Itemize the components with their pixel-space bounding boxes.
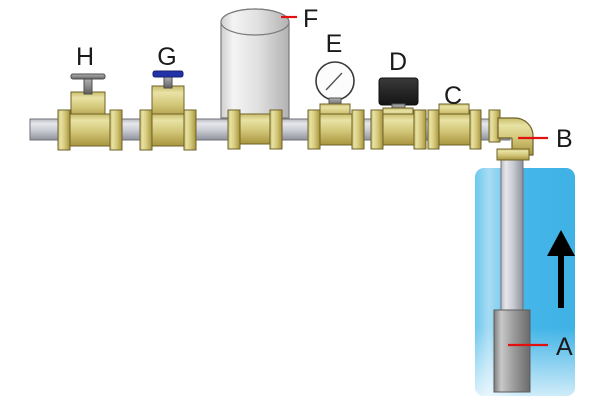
switch-flange-right (413, 109, 427, 150)
gauge-needle (325, 72, 343, 91)
fitting-c (427, 103, 482, 150)
leader-lines (281, 15, 548, 347)
switch-tee-body (380, 113, 417, 146)
fitting-c-flange-right (469, 109, 482, 150)
tank-tee-flange-left (227, 109, 241, 150)
label-e: E (326, 30, 343, 58)
gauge-flange-right (351, 109, 365, 150)
pressure-tank (220, 8, 290, 150)
valve-g-body (149, 113, 187, 147)
valve-g-flange-right (183, 109, 197, 151)
label-f: F (303, 5, 318, 33)
gauge-tee-body (317, 113, 355, 146)
label-g: G (157, 43, 176, 71)
flow-arrow-head (547, 230, 575, 256)
flow-arrow (547, 230, 575, 308)
gauge-flange-left (307, 109, 321, 150)
switch-flange-left (370, 109, 384, 150)
elbow-b (488, 109, 534, 161)
valve-g-handwheel[interactable] (152, 70, 184, 78)
drop-pipe (500, 149, 524, 316)
pressure-switch (370, 77, 427, 150)
valve-h-handwheel[interactable] (70, 73, 106, 80)
label-d: D (389, 48, 407, 76)
fitting-c-body (435, 113, 473, 146)
tank-tee-flange-right (269, 109, 283, 150)
valve-h-body (67, 113, 113, 147)
pump-body (493, 309, 531, 393)
pressure-gauge (307, 61, 365, 150)
valve-h-stem (83, 77, 93, 95)
valve-g[interactable] (139, 70, 197, 151)
label-a: A (556, 333, 573, 361)
valve-h-flange-left (57, 109, 71, 151)
valve-h-flange-right (109, 109, 123, 151)
label-b: B (556, 125, 573, 153)
valve-g-flange-left (139, 109, 153, 151)
label-h: H (76, 43, 94, 71)
flow-arrow-shaft (558, 248, 564, 308)
valve-g-stem (163, 75, 173, 89)
fitting-c-flange-left (427, 109, 440, 150)
switch-housing (378, 77, 419, 106)
valve-h[interactable] (57, 73, 123, 151)
label-c: C (444, 82, 462, 110)
elbow-bend (497, 117, 534, 156)
tank-top-cap (220, 8, 290, 36)
elbow-flange-outlet (496, 148, 530, 161)
submersible-pump (493, 309, 531, 393)
drop-pipe-riser (500, 149, 524, 316)
labels: H G F E D C B A (76, 5, 573, 361)
